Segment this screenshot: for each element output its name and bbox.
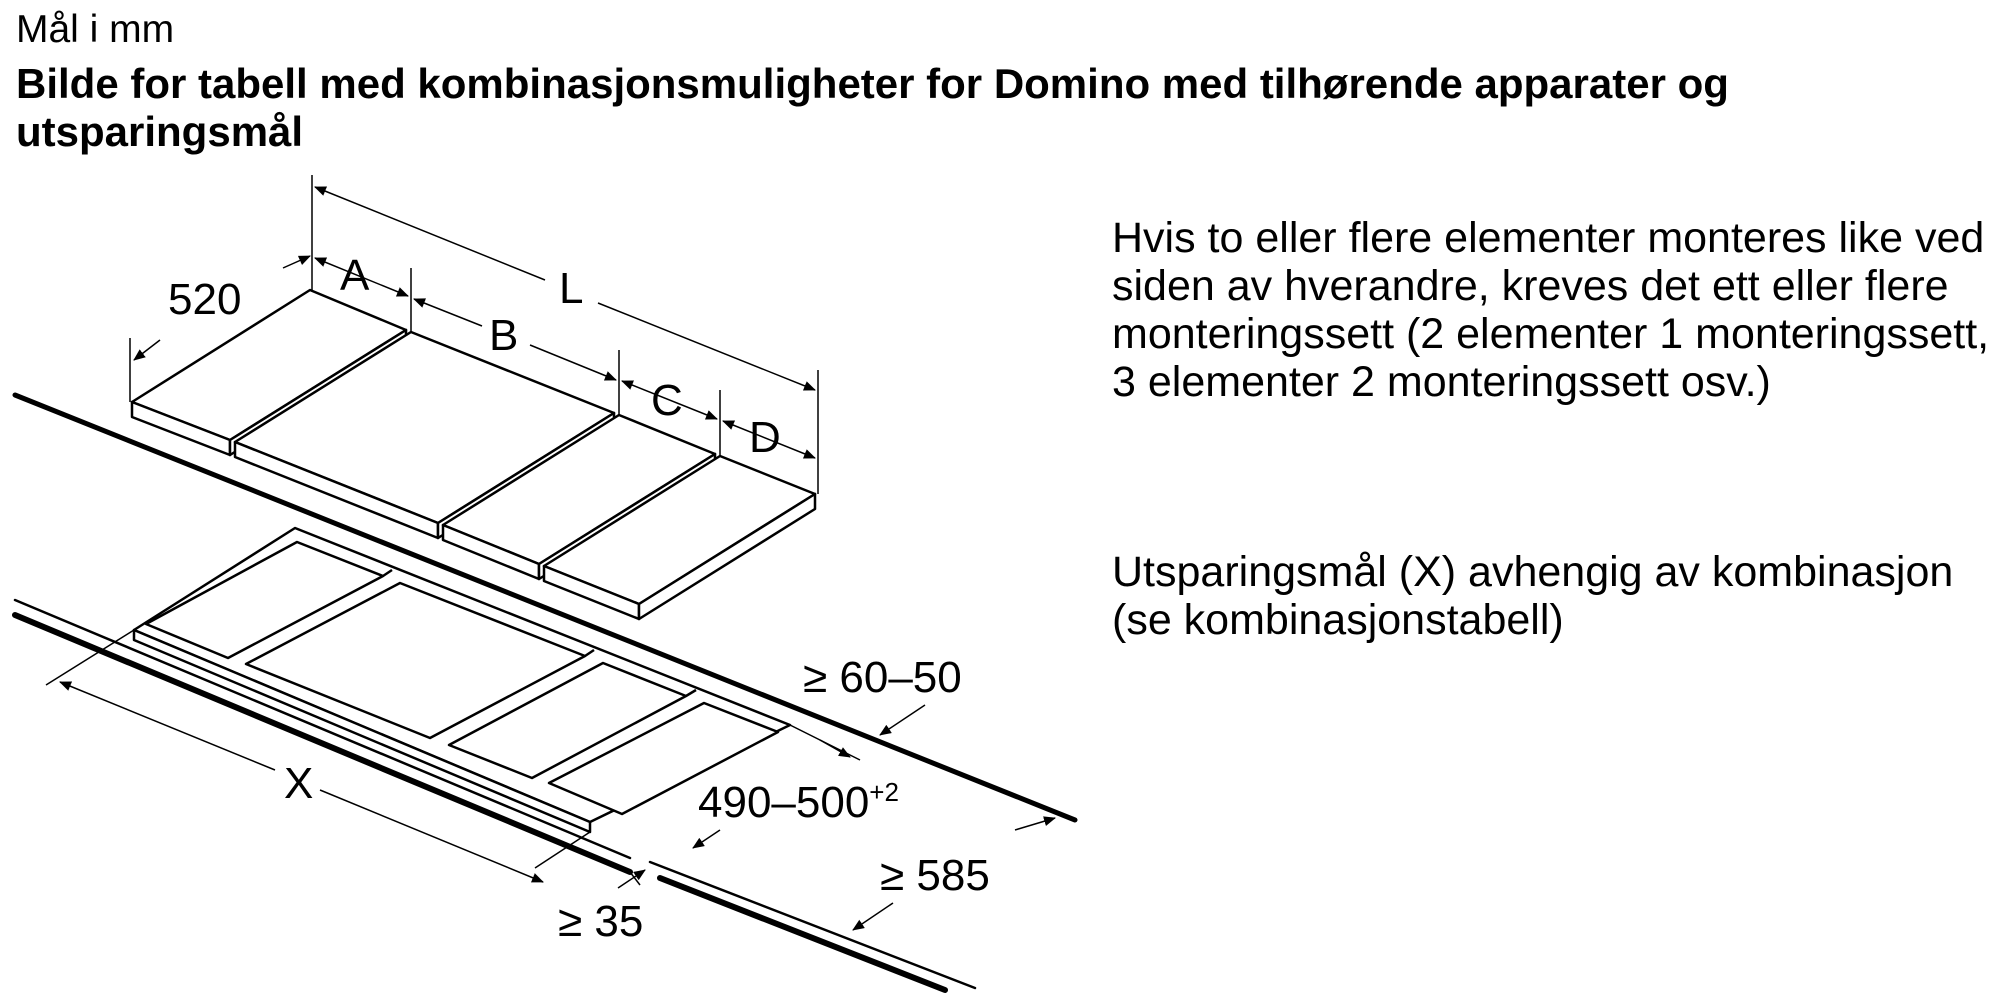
label-cutout-depth-value: 490–500 [698, 778, 869, 827]
label-d: D [749, 413, 781, 462]
worktop [12, 392, 1078, 993]
cutout-bar-3 [685, 688, 697, 698]
label-c: C [651, 376, 683, 425]
cutout-opening-4 [547, 701, 780, 816]
label-worktop-depth: ≥ 585 [880, 851, 990, 900]
cutout-frame [132, 526, 792, 834]
cutout-bar-2 [584, 648, 595, 658]
worktop-front-edge-thin-left [13, 598, 632, 860]
extension-lines [45, 175, 861, 886]
cutout-note: Utsparingsmål (X) avhengig av kombinasjo… [1112, 548, 1954, 644]
cutout-bar-1 [382, 568, 393, 578]
cutout-opening-1 [144, 540, 385, 660]
dim-front-arrow [617, 869, 646, 889]
dim-worktop-top [1014, 816, 1056, 831]
cutout-opening-2 [244, 581, 587, 740]
label-cutout-tolerance: +2 [869, 777, 899, 807]
dim-l-right [597, 302, 816, 391]
dim-c [621, 380, 718, 420]
dim-depth-bottom [133, 339, 161, 361]
label-depth: 520 [168, 275, 241, 324]
dim-back-arrow [879, 704, 926, 736]
worktop-front-edge-thick-right [657, 875, 948, 993]
label-back-distance: ≥ 60–50 [803, 653, 962, 702]
cutout-opening-3 [447, 661, 688, 780]
dim-x-left [59, 681, 276, 771]
dim-worktop-bottom [852, 902, 894, 931]
worktop-front-edge-thick-left [12, 612, 633, 875]
dim-cutout-bottom [692, 829, 721, 849]
mounting-kit-note: Hvis to eller flere elementer monteres l… [1112, 214, 1990, 406]
label-cutout-depth: 490–500+2 [698, 777, 899, 827]
dim-b-right [529, 344, 617, 381]
dim-a [314, 257, 409, 297]
dim-b-left [413, 298, 483, 327]
label-x: X [284, 759, 313, 808]
worktop-front-edge-thin-right [648, 860, 977, 990]
units-label: Mål i mm [16, 8, 175, 51]
worktop-back-edge [12, 392, 1078, 823]
dim-d [722, 420, 816, 459]
dim-cutout-top [819, 739, 851, 758]
label-a: A [340, 251, 370, 300]
dimension-labels: 520 A L B C D X ≥ 60–50 490–500+2 ≥ 585 … [168, 251, 990, 946]
label-front-distance: ≥ 35 [558, 897, 643, 946]
label-b: B [489, 311, 518, 360]
hob-module-d [542, 454, 817, 621]
dim-depth-top [282, 255, 311, 269]
dimension-lines [59, 186, 1056, 931]
dim-x-right [319, 789, 544, 883]
hob-modules [130, 288, 817, 621]
label-l: L [559, 264, 583, 313]
dim-l-left [314, 186, 546, 281]
diagram-title: Bilde for tabell med kombinasjonsmulighe… [16, 60, 1729, 155]
